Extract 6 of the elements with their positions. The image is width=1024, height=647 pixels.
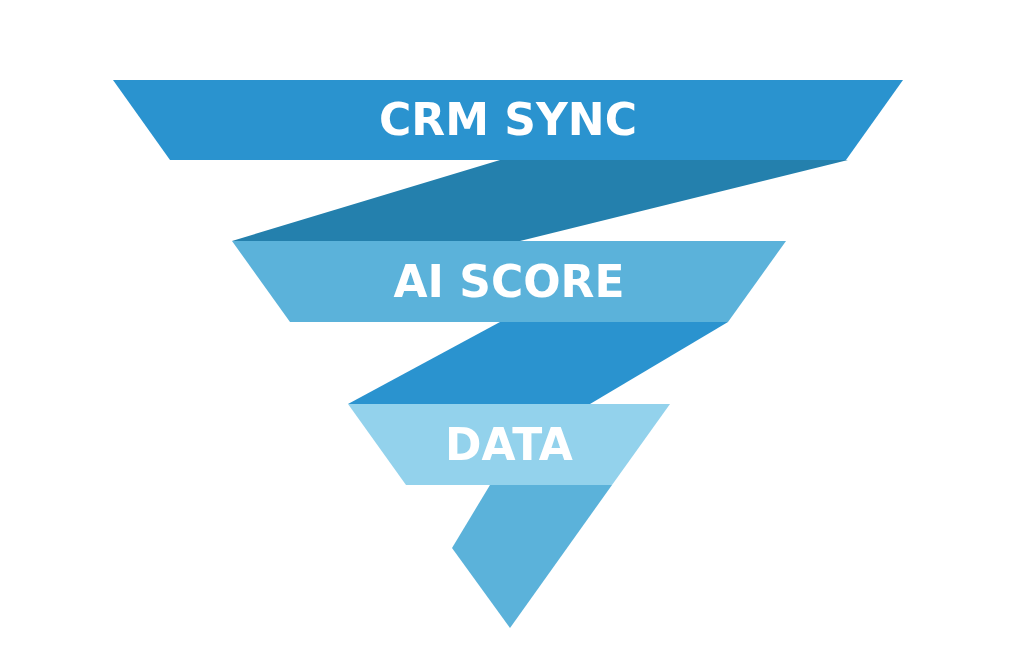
funnel-band <box>232 241 786 322</box>
band-label: CRM SYNC <box>378 98 638 142</box>
funnel-band <box>113 80 903 160</box>
funnel-band <box>348 404 670 485</box>
band-label: AI SCORE <box>392 259 626 304</box>
band-label: DATA <box>444 422 574 467</box>
